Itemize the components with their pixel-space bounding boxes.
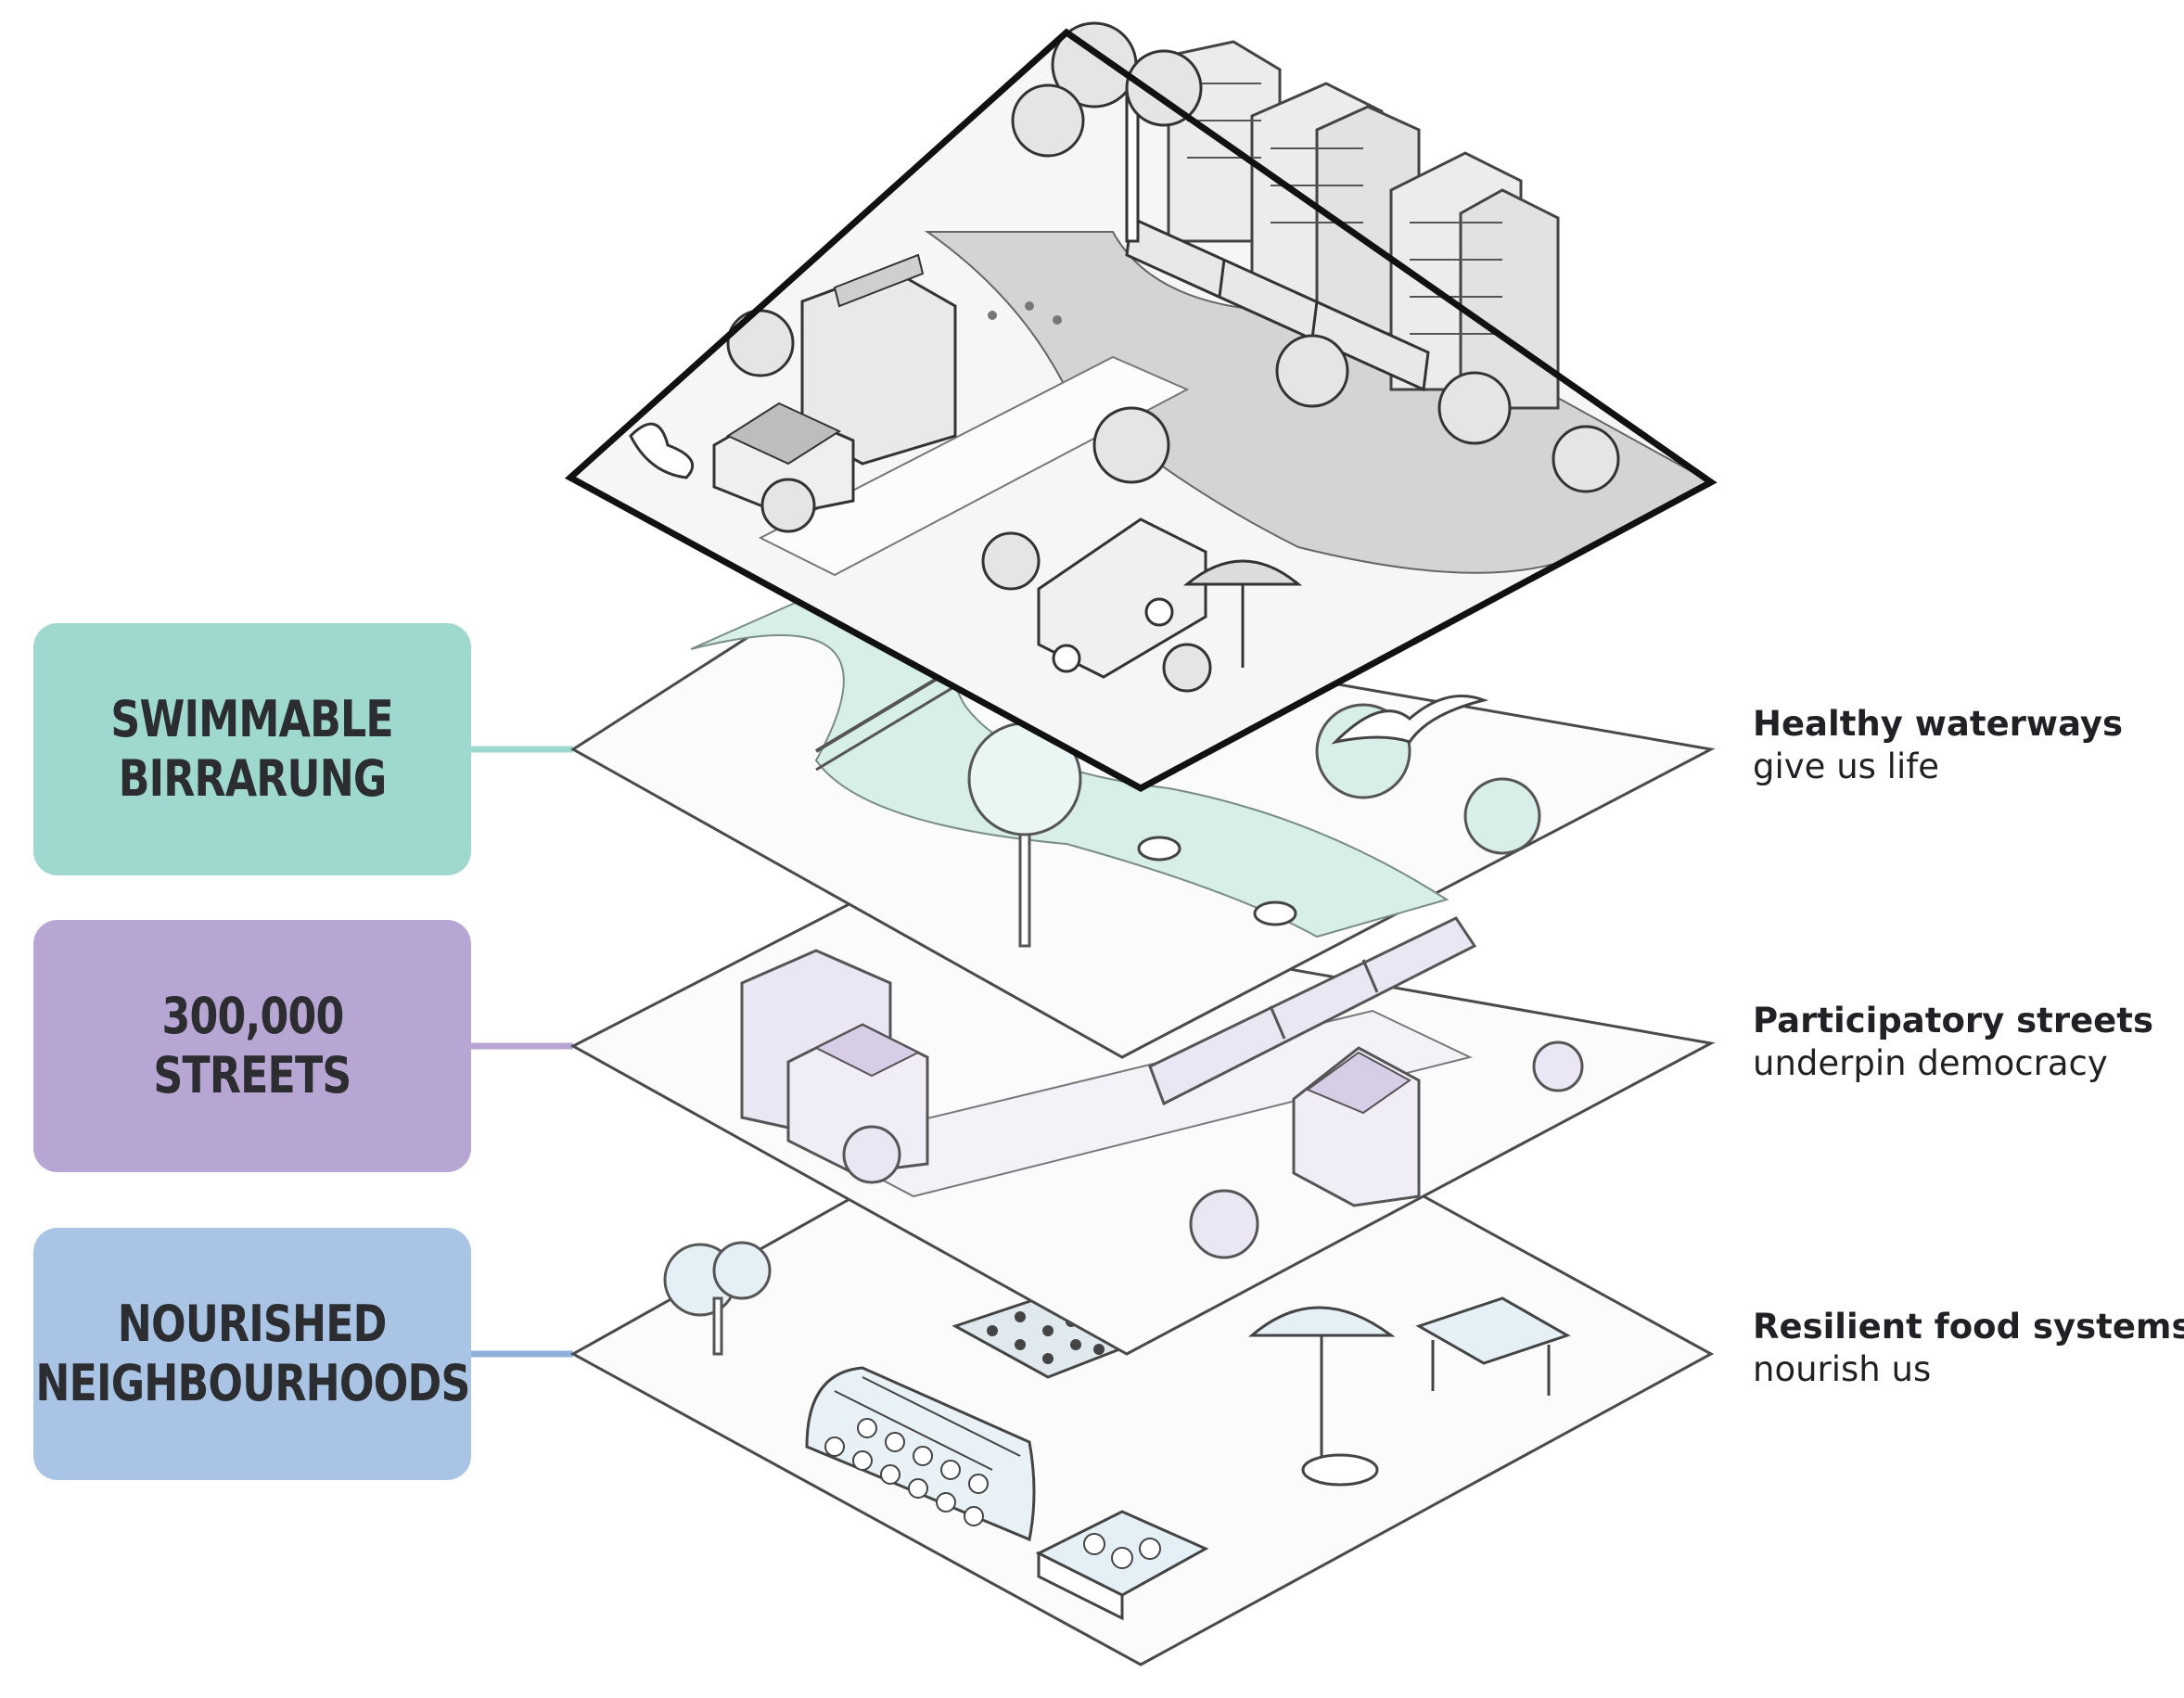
tree-illustration xyxy=(663,1241,772,1356)
shed-illustration xyxy=(1292,1046,1421,1207)
caption-title: Resilient food systems xyxy=(1753,1307,2184,1347)
cafe-umbrella-illustration xyxy=(1247,1306,1396,1487)
picnic-table-illustration xyxy=(1415,1296,1571,1396)
caption-subtitle: nourish us xyxy=(1753,1349,1932,1389)
tree-illustration xyxy=(842,1041,1584,1259)
greenhouse-illustration xyxy=(805,1366,1036,1542)
label-line: 300,000 xyxy=(161,987,344,1045)
label-line: NOURISHED xyxy=(118,1295,388,1353)
plane-streets xyxy=(569,893,1716,1356)
plane-water xyxy=(570,592,1716,1059)
towers-illustration xyxy=(1167,40,1560,410)
cafe-umbrella-illustration xyxy=(1182,559,1303,668)
label-line: SWIMMABLE xyxy=(110,690,394,748)
label-line: STREETS xyxy=(153,1046,351,1104)
market-stall-illustration xyxy=(1035,1510,1209,1621)
caption-healthy-waterways: Healthy waterways give us life xyxy=(1753,703,2179,788)
label-line: NEIGHBOURHOODS xyxy=(34,1354,470,1412)
caption-subtitle: give us life xyxy=(1753,747,1940,786)
caption-participatory-streets: Participatory streets underpin democracy xyxy=(1753,1000,2179,1085)
caption-subtitle: underpin democracy xyxy=(1753,1043,2108,1083)
caption-title: Participatory streets xyxy=(1753,1001,2153,1041)
plane-top-city xyxy=(564,21,1718,792)
label-box-nourished-neighbourhoods: NOURISHED NEIGHBOURHOODS xyxy=(33,1228,471,1480)
swimmer-illustration xyxy=(1137,836,1297,926)
tram-illustration xyxy=(1125,215,1430,392)
caption-resilient-food-systems: Resilient food systems nourish us xyxy=(1753,1306,2184,1391)
bat-illustration xyxy=(1331,695,1489,745)
house-illustration xyxy=(712,253,957,517)
tram-illustration xyxy=(1148,916,1477,1106)
food-truck-illustration xyxy=(1037,517,1207,679)
label-line: BIRRARUNG xyxy=(118,749,388,808)
tree-illustration xyxy=(726,21,1620,693)
label-box-swimmable-birrarung: SWIMMABLE BIRRARUNG xyxy=(33,623,471,875)
label-box-300000-streets: 300,000 STREETS xyxy=(33,920,471,1172)
caption-title: Healthy waterways xyxy=(1753,704,2124,744)
cockatoo-illustration xyxy=(629,422,695,479)
